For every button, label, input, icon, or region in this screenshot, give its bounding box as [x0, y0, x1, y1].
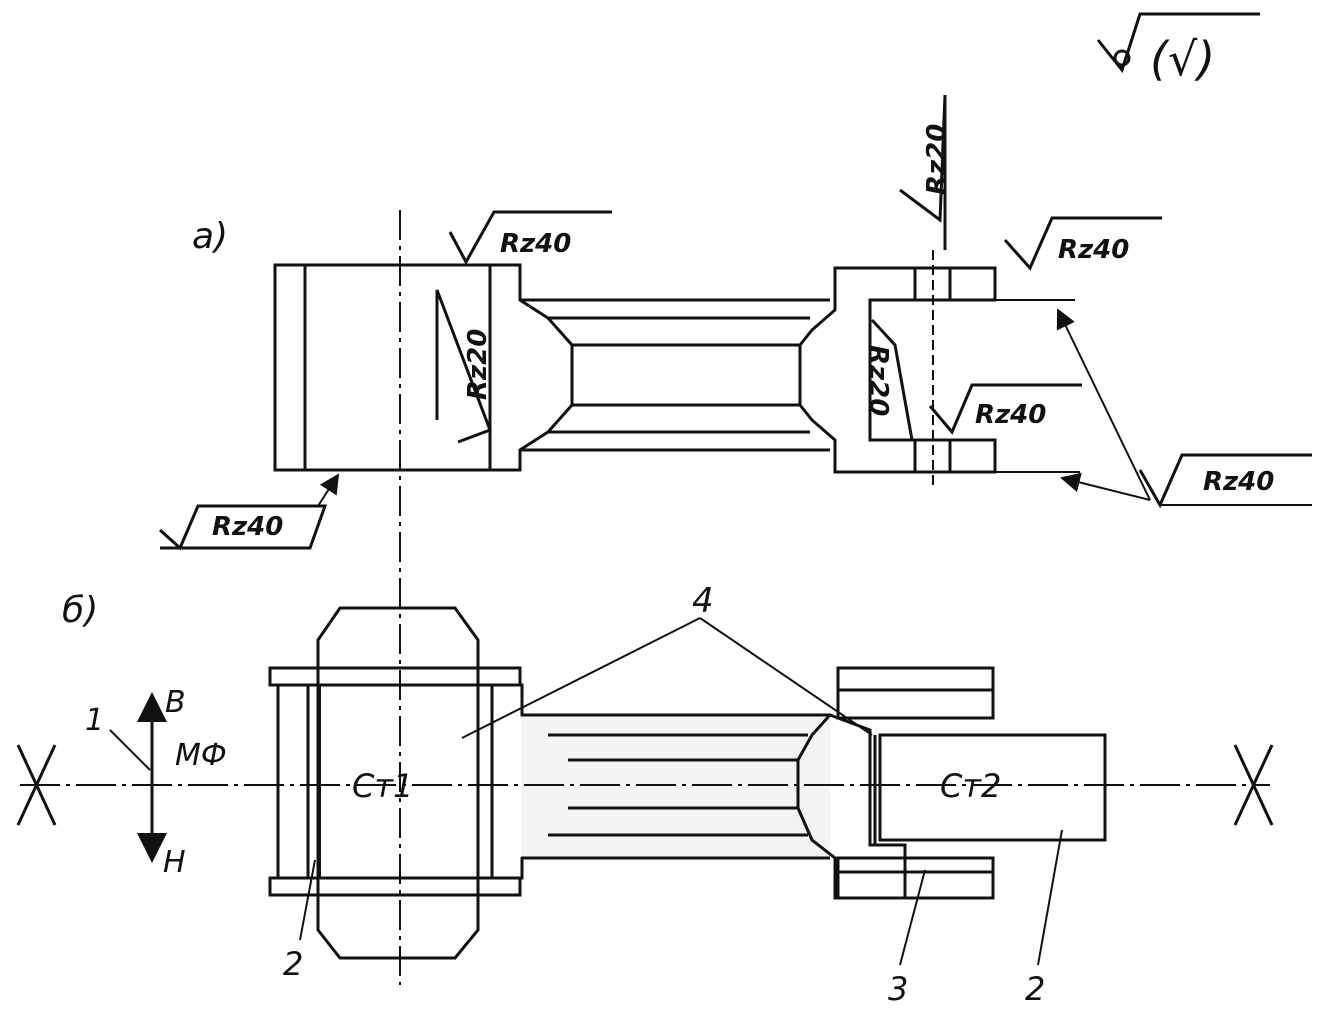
part-a-left-end: [273, 263, 574, 472]
svg-text:Rz20: Rz20: [463, 329, 493, 400]
svg-text:Rz40: Rz40: [500, 229, 571, 259]
callout-1: 1: [85, 703, 151, 771]
svg-text:Н: Н: [163, 845, 186, 880]
svg-text:2: 2: [1025, 970, 1045, 1008]
svg-text:Rz40: Rz40: [212, 512, 283, 542]
callout-2-right: 2: [1025, 829, 1063, 1008]
view-b-label: б): [62, 590, 98, 631]
callout-4: 4: [461, 581, 873, 739]
rz40-top-left-symbol: Rz40: [448, 210, 612, 266]
svg-text:В: В: [165, 685, 186, 720]
left-axis-cross: [16, 744, 57, 826]
rz40-mid-right-symbol: Rz40: [928, 383, 1082, 435]
rz40-bottom-left-symbol: Rz40: [158, 473, 340, 551]
general-roughness-text: (√): [1150, 32, 1215, 86]
mf-label: МФ: [175, 738, 227, 773]
svg-text:Rz20: Rz20: [922, 124, 952, 195]
part-a-shaft: [520, 298, 830, 452]
rz20-top-right-symbol: Rz20: [899, 94, 952, 250]
station-1-label: Ст1: [352, 767, 413, 805]
rz20-right-inner-symbol: Rz20: [863, 318, 914, 442]
svg-text:Rz40: Rz40: [975, 400, 1046, 430]
right-axis-cross: [1233, 744, 1274, 826]
rz20-left-symbol: Rz20: [435, 289, 493, 444]
part-b-left-end: [268, 666, 570, 897]
callout-2-left: 2: [283, 859, 316, 983]
svg-text:Rz20: Rz20: [863, 345, 893, 416]
view-a-label: а): [192, 216, 228, 257]
part-b-shaft: [522, 713, 830, 860]
part-a-right-end: [798, 250, 1080, 490]
left-clamp-jaw: [316, 606, 480, 960]
right-clamp-insert: [873, 733, 1107, 845]
rz40-far-right-symbol: Rz40: [1056, 308, 1312, 509]
svg-text:4: 4: [692, 581, 714, 621]
general-roughness-symbol: (√): [1096, 12, 1260, 86]
svg-text:Rz40: Rz40: [1058, 235, 1129, 265]
svg-text:2: 2: [283, 945, 303, 983]
svg-text:1: 1: [85, 703, 104, 738]
svg-text:3: 3: [888, 970, 908, 1008]
svg-text:Rz40: Rz40: [1203, 467, 1274, 497]
up-down-arrows: В Н МФ: [137, 685, 227, 880]
callout-3: 3: [888, 869, 926, 1008]
rz40-top-right-symbol: Rz40: [1003, 216, 1162, 271]
station-2-label: Ст2: [940, 767, 1001, 805]
part-b-right-end: [796, 666, 995, 900]
